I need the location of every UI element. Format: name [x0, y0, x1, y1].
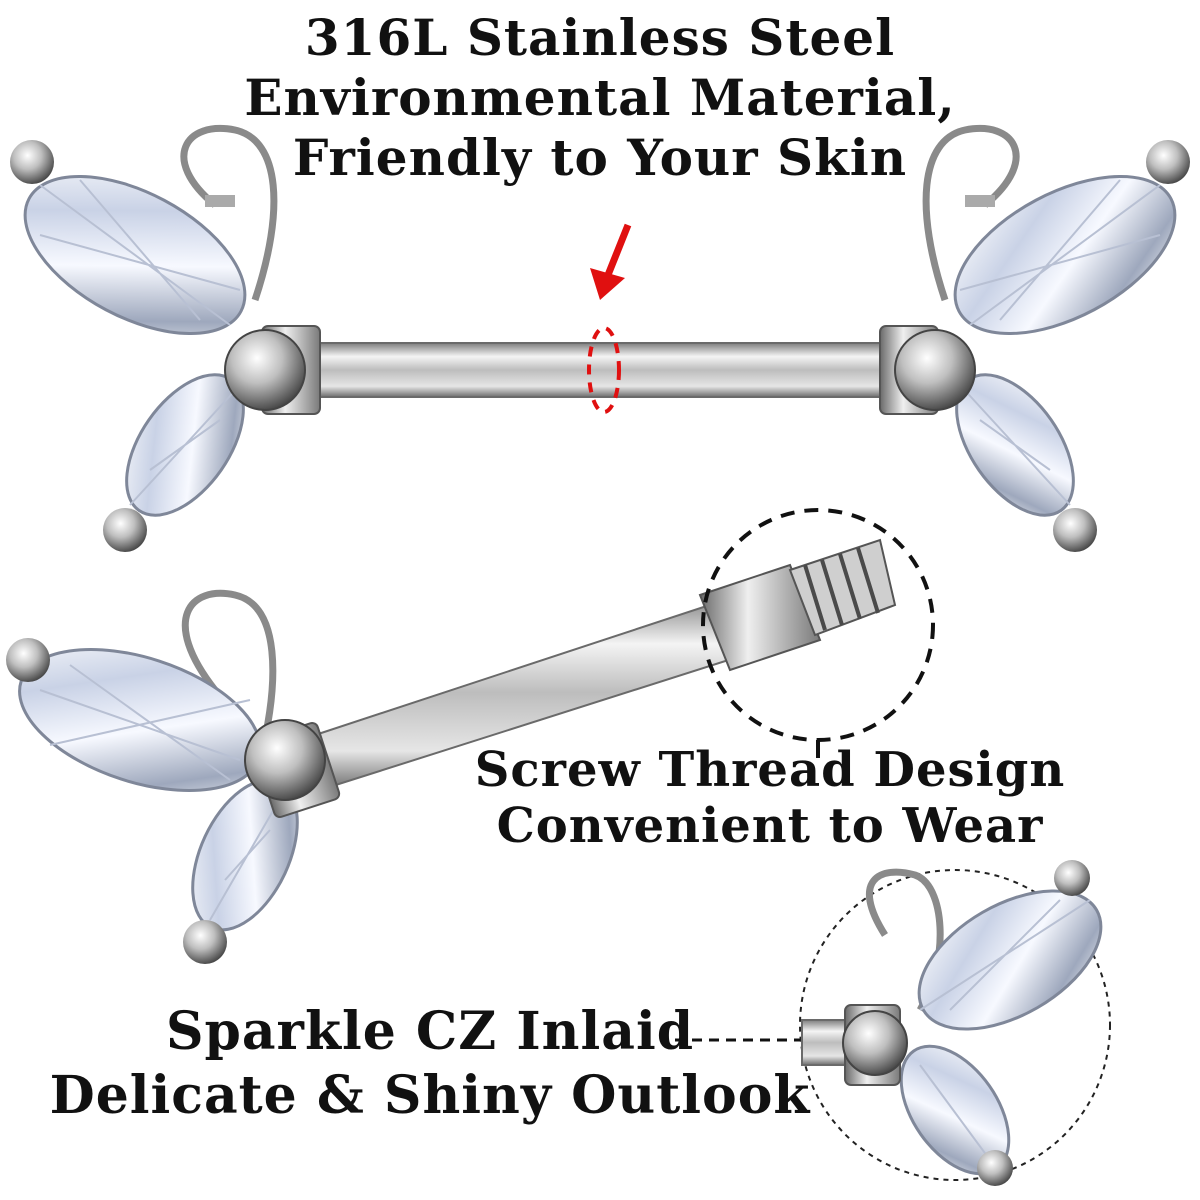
ball-end: [1146, 140, 1190, 184]
material-caption-line1: 316L Stainless Steel: [304, 8, 896, 67]
thread-cap: [698, 563, 822, 672]
ball-end: [224, 329, 306, 411]
cz-zoom-circle: [799, 869, 1111, 1181]
material-caption: 316L Stainless Steel Environmental Mater…: [0, 8, 1200, 188]
cz-caption-line1: Sparkle CZ Inlaid: [165, 1001, 695, 1062]
cz-detail: [675, 860, 1111, 1186]
material-callout: [587, 223, 632, 414]
middle-butterfly: [6, 589, 341, 964]
cz-caption-line2: Delicate & Shiny Outlook: [49, 1065, 811, 1126]
ball-end: [244, 719, 326, 801]
material-caption-line2: Environmental Material,: [244, 68, 956, 127]
thread-caption-line1: Screw Thread Design: [474, 742, 1066, 798]
cz-caption: Sparkle CZ Inlaid Delicate & Shiny Outlo…: [30, 1000, 830, 1128]
screw-thread: [788, 538, 897, 637]
ball-end: [1053, 508, 1097, 552]
ball-end: [1054, 860, 1090, 896]
ball-end: [842, 1010, 908, 1076]
ball-end: [894, 329, 976, 411]
material-caption-line3: Friendly to Your Skin: [292, 128, 908, 187]
ball-end: [977, 1150, 1013, 1186]
ball-end: [103, 508, 147, 552]
top-right-butterfly: [894, 125, 1190, 552]
thread-caption: Screw Thread Design Convenient to Wear: [470, 742, 1070, 854]
ball-end: [6, 638, 50, 682]
ball-end: [183, 920, 227, 964]
ball-end: [10, 140, 54, 184]
top-bar: [299, 342, 901, 398]
top-left-butterfly: [10, 125, 306, 552]
top-barbell: [10, 125, 1190, 552]
middle-barbell: [6, 508, 935, 964]
thread-caption-line2: Convenient to Wear: [496, 798, 1044, 854]
